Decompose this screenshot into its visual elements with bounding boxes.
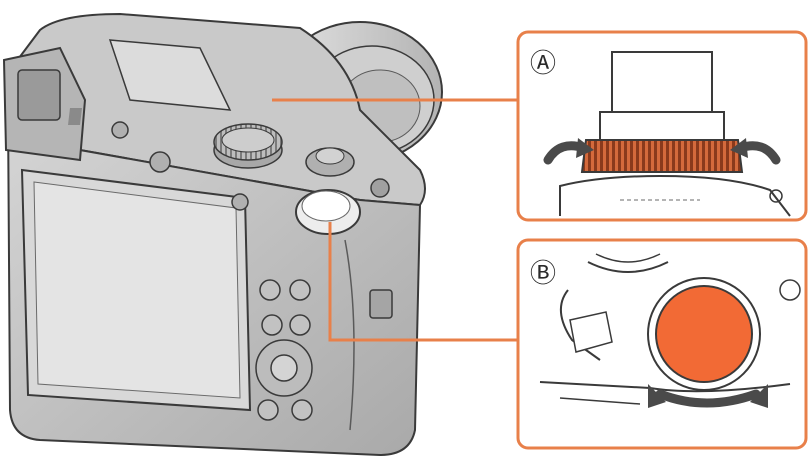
strap-lug bbox=[369, 289, 393, 319]
rear-button-5 bbox=[257, 399, 279, 421]
callout-a-body bbox=[559, 174, 791, 217]
rotate-arrow-icon bbox=[543, 138, 781, 165]
rear-dial-icon bbox=[647, 277, 761, 391]
rear-button-2 bbox=[289, 279, 311, 301]
fn-button-2 bbox=[149, 151, 171, 173]
callout-b-arc-2 bbox=[595, 253, 661, 263]
shutter-button bbox=[305, 147, 355, 177]
callout-a-screw bbox=[769, 189, 783, 203]
callout-b-label: Ⓑ bbox=[530, 259, 556, 289]
rear-button-4 bbox=[289, 314, 311, 336]
control-ring-icon bbox=[580, 139, 744, 173]
leader-line-b bbox=[328, 222, 520, 342]
mode-dial bbox=[213, 123, 283, 169]
rear-button-6 bbox=[291, 399, 313, 421]
lens-collar bbox=[599, 111, 725, 141]
leader-lines bbox=[272, 98, 520, 342]
callout-b-lever bbox=[569, 311, 613, 353]
lcd-inner bbox=[33, 181, 241, 399]
power-indicator bbox=[370, 178, 390, 198]
callout-b-base-2 bbox=[559, 397, 641, 405]
callout-a-label: Ⓐ bbox=[530, 49, 556, 79]
fn-button-1 bbox=[111, 121, 129, 139]
lens-tube bbox=[611, 51, 713, 113]
rotate-arrow-icon bbox=[648, 384, 768, 408]
diopter-wheel bbox=[68, 108, 82, 125]
callout-a: Ⓐ bbox=[516, 30, 808, 222]
callout-b-knob bbox=[779, 279, 801, 301]
rear-button-1 bbox=[259, 279, 281, 301]
grip-edge bbox=[344, 239, 355, 431]
callout-b: Ⓑ bbox=[516, 238, 808, 450]
callout-b-edge bbox=[560, 289, 601, 361]
rear-dial-icon bbox=[295, 189, 361, 235]
camera-body bbox=[2, 12, 443, 457]
hot-shoe bbox=[108, 39, 232, 111]
cursor-pad bbox=[255, 339, 313, 397]
rear-button-3 bbox=[261, 314, 283, 336]
callout-b-base bbox=[539, 381, 791, 393]
callout-b-arc-1 bbox=[587, 261, 669, 273]
fn-button-3 bbox=[231, 193, 249, 211]
viewfinder-eyepiece bbox=[17, 69, 61, 121]
